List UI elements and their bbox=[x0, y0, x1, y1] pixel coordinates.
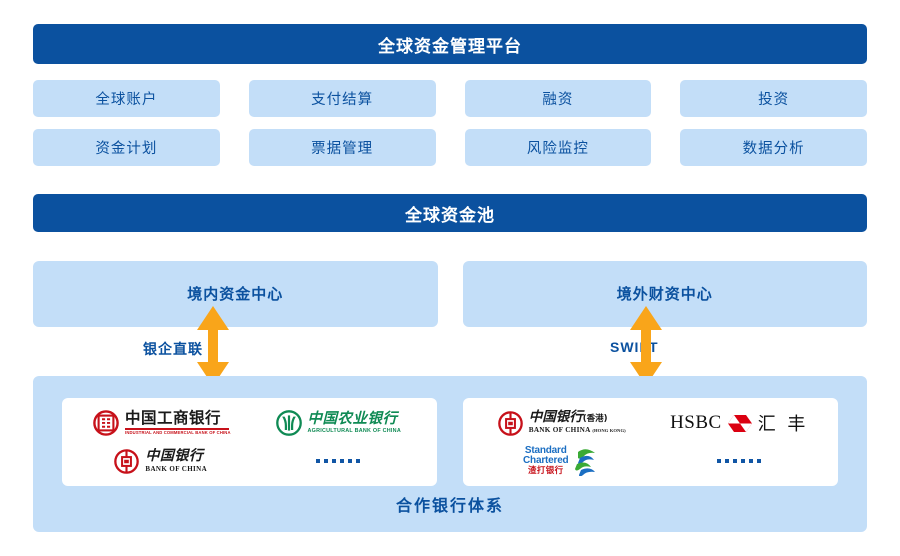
logo-abc[interactable]: 中国农业银行 AGRICULTURAL BANK OF CHINA bbox=[275, 410, 401, 436]
module-tile-financing[interactable]: 融资 bbox=[464, 80, 652, 117]
hsbc-name-cn: 汇 丰 bbox=[757, 414, 809, 435]
boc-hk-emblem-icon bbox=[497, 410, 523, 436]
bank-card-row: 中国工商银行 INDUSTRIAL AND COMMERCIAL BANK OF… bbox=[62, 398, 838, 486]
bank-card-domestic: 中国工商银行 INDUSTRIAL AND COMMERCIAL BANK OF… bbox=[62, 398, 437, 486]
partner-bank-system-title: 合作银行体系 bbox=[395, 498, 504, 515]
icbc-wordmark: 中国工商银行 INDUSTRIAL AND COMMERCIAL BANK OF… bbox=[124, 408, 231, 436]
module-grid: 全球账户 支付结算 融资 投资 资金计划 票据管理 风险监控 数据分析 bbox=[33, 80, 867, 178]
module-tile-risk-monitoring[interactable]: 风险监控 bbox=[464, 129, 652, 166]
logo-boc[interactable]: 中国银行 BANK OF CHINA bbox=[114, 448, 207, 474]
abc-name-en: AGRICULTURAL BANK OF CHINA bbox=[307, 427, 401, 434]
icbc-emblem-icon bbox=[93, 410, 119, 436]
icbc-name-en: INDUSTRIAL AND COMMERCIAL BANK OF CHINA bbox=[124, 430, 231, 436]
domestic-more-indicator bbox=[316, 459, 361, 463]
abc-name-cn: 中国农业银行 bbox=[307, 410, 398, 427]
abc-emblem-icon bbox=[275, 410, 302, 436]
module-row-2: 资金计划 票据管理 风险监控 数据分析 bbox=[33, 129, 867, 166]
domestic-logo-grid: 中国工商银行 INDUSTRIAL AND COMMERCIAL BANK OF… bbox=[62, 398, 437, 486]
standard-chartered-mark-icon bbox=[575, 449, 596, 476]
dot-icon bbox=[757, 459, 762, 463]
boc-hk-name-en-row: BANK OF CHINA (HONG KONG) bbox=[529, 427, 626, 434]
dot-icon bbox=[733, 459, 738, 463]
center-cards: 境内资金中心 境外财资中心 bbox=[33, 261, 867, 327]
icbc-name-cn: 中国工商银行 bbox=[124, 408, 221, 427]
dot-icon bbox=[717, 459, 722, 463]
module-tile-fund-planning[interactable]: 资金计划 bbox=[33, 129, 220, 166]
boc-hk-name-en: BANK OF CHINA bbox=[528, 426, 591, 435]
partner-bank-system-panel: 中国工商银行 INDUSTRIAL AND COMMERCIAL BANK OF… bbox=[33, 376, 867, 532]
global-fund-pool-title: 全球资金池 bbox=[405, 205, 495, 225]
standard-chartered-wordmark: Standard Chartered 渣打银行 bbox=[523, 444, 569, 477]
connector-domestic: 银企直联 bbox=[33, 327, 450, 376]
boc-name-cn: 中国银行 bbox=[145, 448, 204, 465]
module-tile-bill-management[interactable]: 票据管理 bbox=[248, 129, 436, 166]
dot-icon bbox=[749, 459, 754, 463]
boc-name-en: BANK OF CHINA bbox=[145, 464, 208, 473]
dot-icon bbox=[741, 459, 746, 463]
platform-title-banner: 全球资金管理平台 bbox=[33, 24, 867, 64]
logo-hsbc[interactable]: HSBC 汇 丰 bbox=[670, 410, 808, 436]
hsbc-hexagon-icon bbox=[727, 414, 752, 432]
dot-icon bbox=[324, 459, 329, 463]
logo-boc-hong-kong[interactable]: 中国银行(香港) BANK OF CHINA (HONG KONG) bbox=[497, 410, 626, 436]
logo-icbc[interactable]: 中国工商银行 INDUSTRIAL AND COMMERCIAL BANK OF… bbox=[93, 408, 231, 436]
platform-title: 全球资金管理平台 bbox=[378, 36, 522, 56]
bank-card-offshore: 中国银行(香港) BANK OF CHINA (HONG KONG) HSBC bbox=[463, 398, 838, 486]
boc-hk-name-en-suffix: (HONG KONG) bbox=[592, 428, 626, 434]
boc-hk-name-cn: 中国银行 bbox=[528, 409, 583, 426]
dot-icon bbox=[332, 459, 337, 463]
boc-hk-wordmark: 中国银行(香港) BANK OF CHINA (HONG KONG) bbox=[529, 411, 626, 434]
global-fund-pool-banner: 全球资金池 bbox=[33, 194, 867, 232]
dot-icon bbox=[316, 459, 321, 463]
abc-wordmark: 中国农业银行 AGRICULTURAL BANK OF CHINA bbox=[308, 412, 401, 434]
standard-chartered-name-en-line2: Chartered bbox=[523, 455, 569, 467]
dot-icon bbox=[725, 459, 730, 463]
boc-hk-name-cn-row: 中国银行(香港) bbox=[529, 411, 626, 425]
dot-icon bbox=[340, 459, 345, 463]
card-domestic-fund-center[interactable]: 境内资金中心 bbox=[33, 261, 438, 327]
dot-icon bbox=[356, 459, 361, 463]
offshore-more-indicator bbox=[717, 459, 762, 463]
icbc-rule bbox=[124, 428, 229, 430]
double-arrow-icon-domestic bbox=[196, 306, 230, 386]
connector-label-bank-direct-link: 银企直联 bbox=[143, 341, 203, 357]
boc-hk-name-cn-suffix: (香港) bbox=[582, 414, 608, 425]
standard-chartered-name-cn: 渣打银行 bbox=[527, 466, 564, 477]
dot-icon bbox=[348, 459, 353, 463]
standard-chartered-name-en-line1: Standard bbox=[524, 444, 567, 456]
module-row-1: 全球账户 支付结算 融资 投资 bbox=[33, 80, 867, 117]
hsbc-wordmark: HSBC bbox=[670, 412, 722, 433]
logo-standard-chartered[interactable]: Standard Chartered 渣打银行 bbox=[523, 444, 600, 477]
offshore-logo-grid: 中国银行(香港) BANK OF CHINA (HONG KONG) HSBC bbox=[463, 398, 838, 486]
card-offshore-treasury-center[interactable]: 境外财资中心 bbox=[462, 261, 867, 327]
module-tile-global-accounts[interactable]: 全球账户 bbox=[33, 80, 220, 117]
boc-wordmark: 中国银行 BANK OF CHINA bbox=[145, 449, 207, 473]
module-tile-data-analysis[interactable]: 数据分析 bbox=[680, 129, 867, 166]
connector-band: 银企直联 SWIFT bbox=[33, 327, 867, 376]
double-arrow-icon-offshore bbox=[629, 306, 663, 386]
module-tile-payment-settlement[interactable]: 支付结算 bbox=[248, 80, 436, 117]
module-tile-investment[interactable]: 投资 bbox=[680, 80, 867, 117]
boc-emblem-icon bbox=[114, 448, 140, 474]
